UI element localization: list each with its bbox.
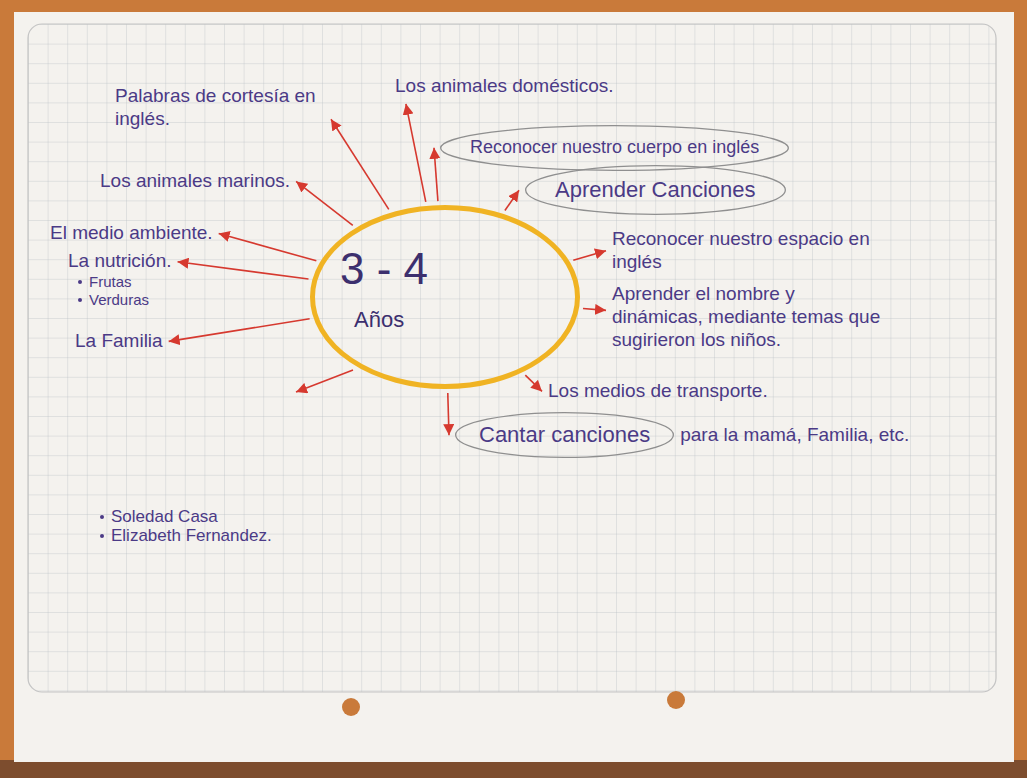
pencil-circle (526, 166, 786, 215)
branch-arrow (169, 319, 310, 342)
grid-border (28, 24, 996, 692)
topic-item: Los medios de transporte. (548, 380, 768, 403)
author-name: Elizabeth Fernandez. (100, 527, 272, 544)
topic-item: La Familia (75, 330, 163, 353)
topic-item: Reconocer nuestro espacio en inglés (612, 228, 892, 274)
central-topic: 3 - 4 Años (310, 205, 580, 389)
author-name: Elizabeth Fernandez. (111, 527, 272, 544)
branch-arrow (525, 375, 542, 391)
central-ellipse (310, 205, 580, 389)
topic-item: Los medios de transporte. (548, 380, 768, 403)
bullet-dot (100, 534, 104, 538)
bullet-dot (78, 298, 82, 302)
bullet-dot (100, 515, 104, 519)
branch-arrow (296, 181, 353, 225)
branch-arrow (434, 148, 438, 201)
punch-hole (342, 698, 360, 716)
table-edge (0, 760, 1027, 778)
branch-arrow (331, 119, 389, 209)
branch-arrow (583, 308, 606, 310)
branch-arrow (448, 393, 449, 435)
topic-item: Palabras de cortesía en inglés. (115, 85, 325, 131)
sub-item: Frutas (89, 273, 132, 291)
author-name: Soledad Casa (100, 508, 218, 525)
topic-item: Cantar canciones para la mamá, Familia, e… (455, 412, 909, 458)
age-range: 3 - 4 (340, 243, 428, 296)
branch-arrow (219, 233, 317, 260)
circled-topic: Reconocer nuestro cuerpo en inglés (470, 137, 759, 159)
grid-lines (28, 24, 996, 692)
branch-arrow (573, 251, 606, 260)
circled-topic: Aprender Canciones (555, 177, 756, 203)
topic-item: Aprender el nombre y dinámicas, mediante… (612, 283, 882, 351)
pencil-circle (456, 413, 674, 458)
branch-arrow (505, 190, 519, 210)
topic-item: La Familia (75, 330, 163, 353)
empty-arrow (296, 370, 353, 392)
circled-topic: Cantar canciones (479, 422, 650, 448)
circled-topic: Aprender Canciones (525, 165, 786, 215)
age-unit: Años (354, 307, 404, 333)
topic-item: La nutrición. (68, 250, 172, 273)
branch-arrow (178, 262, 309, 279)
topic-item: El medio ambiente. (50, 222, 213, 245)
paper-sheet (14, 12, 1014, 762)
central-ellipse (313, 208, 578, 387)
circled-topic: Reconocer nuestro cuerpo en inglés (440, 125, 789, 171)
topic-item: para la mamá, Familia, etc. (680, 424, 909, 447)
branch-arrow (406, 104, 426, 202)
topic-item: Aprender el nombre y dinámicas, mediante… (612, 283, 882, 351)
topic-item: Los animales marinos. (100, 170, 290, 193)
author-name: Soledad Casa (111, 508, 218, 525)
pencil-circle (441, 126, 789, 171)
punch-hole (667, 691, 685, 709)
sub-item: Verduras (89, 291, 149, 309)
topic-item: Los animales marinos. (100, 170, 290, 193)
topic-item: Los animales domésticos. (395, 75, 614, 98)
bullet-dot (78, 280, 82, 284)
pencil-circle-area: Cantar canciones (455, 412, 674, 458)
topic-item: El medio ambiente. (50, 222, 213, 245)
topic-item: Los animales domésticos. (395, 75, 614, 98)
topic-item: Palabras de cortesía en inglés. (115, 85, 325, 131)
topic-item: La nutrición.FrutasVerduras (68, 250, 172, 309)
topic-item: Reconocer nuestro espacio en inglés (612, 228, 892, 274)
